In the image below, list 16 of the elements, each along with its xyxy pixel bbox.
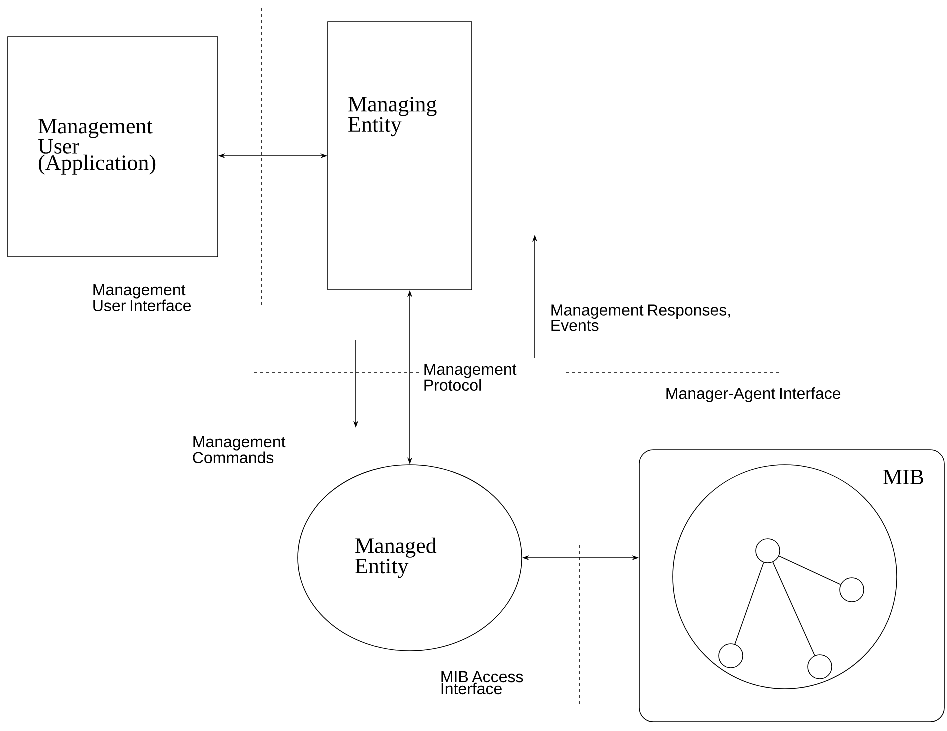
tree-node	[808, 654, 832, 680]
interface-label: Management Commands	[193, 436, 286, 464]
process-box: Management User (Application)	[8, 36, 218, 258]
connector-line	[734, 562, 764, 645]
interface-label: Management User Interface	[94, 284, 192, 312]
interface-label: Management Responses, Events	[552, 304, 730, 332]
interface-label: MIB Access Interface	[442, 671, 524, 695]
connector-line	[778, 556, 842, 586]
tree-node	[840, 578, 864, 602]
interface-label: Manager-Agent Interface	[666, 388, 841, 402]
edge-label: Management Protocol	[424, 364, 517, 392]
mib-box: MIB	[639, 450, 945, 722]
process-box: Managing Entity	[328, 22, 472, 290]
tree-node	[718, 644, 744, 668]
connector-line	[772, 562, 816, 656]
tree-node	[756, 538, 780, 564]
